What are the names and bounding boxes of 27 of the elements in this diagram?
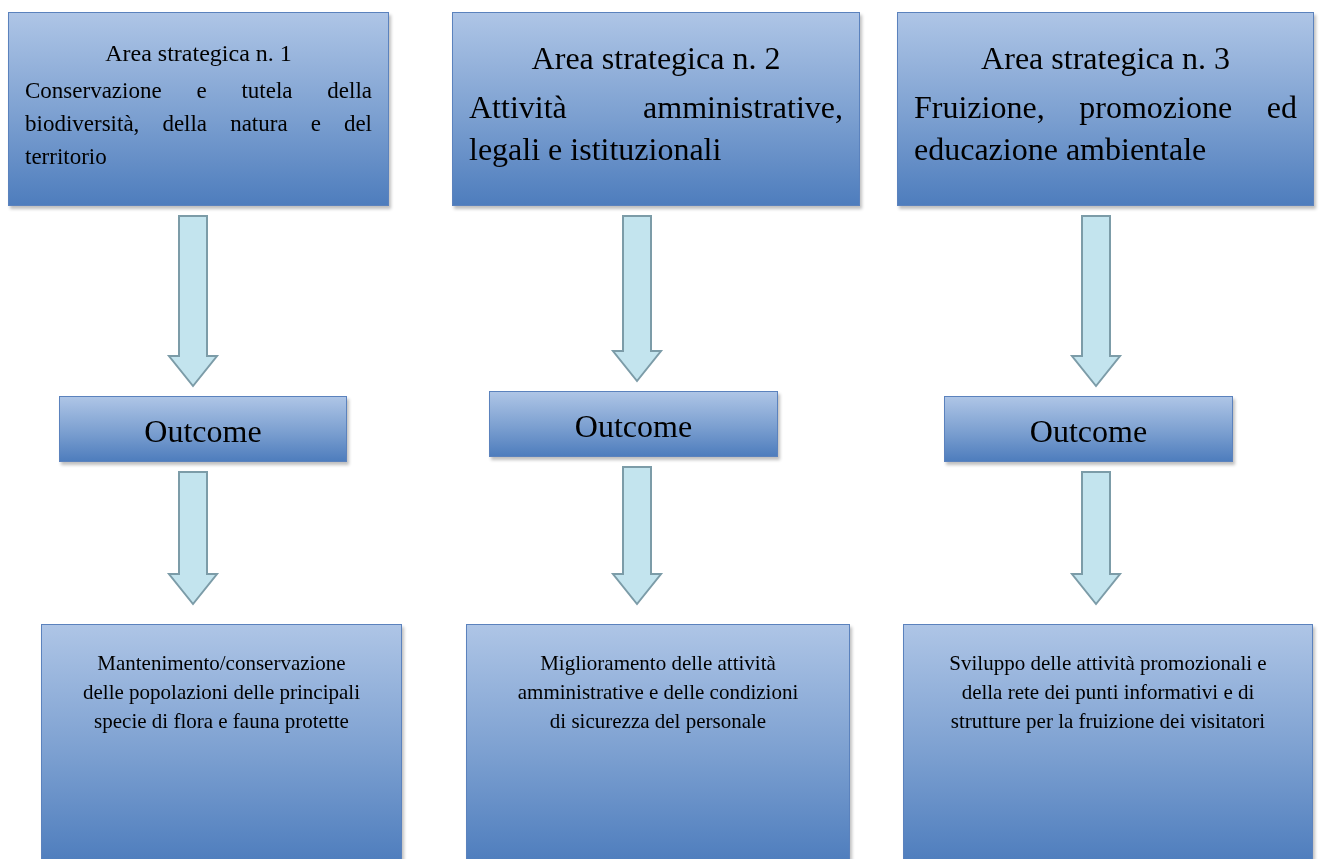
block-arrow bbox=[610, 215, 664, 383]
area-description: Conservazione e tutela della biodiversità, della natura e del territorio bbox=[25, 76, 372, 172]
area-heading: Area strategica n. 1 bbox=[105, 39, 292, 68]
process-box bbox=[944, 396, 1233, 462]
outcome-description: Sviluppo delle attività promozionali e della rete dei punti informativi e di strutture per la fruizione dei visitatori bbox=[948, 650, 1268, 735]
process-box bbox=[8, 12, 389, 206]
process-box bbox=[489, 391, 778, 457]
area-description: Attività amministrative, legali e istituzionali bbox=[469, 88, 843, 169]
box-label: Outcome bbox=[144, 411, 262, 451]
process-box bbox=[897, 12, 1314, 206]
block-arrow bbox=[1069, 471, 1123, 606]
process-box bbox=[59, 396, 347, 462]
block-arrow bbox=[1069, 215, 1123, 388]
process-box bbox=[466, 624, 850, 859]
area-heading: Area strategica n. 3 bbox=[981, 39, 1230, 78]
area-heading: Area strategica n. 2 bbox=[531, 39, 781, 78]
outcome-description: Mantenimento/conservazione delle popolazioni delle principali specie di flora e fauna protette bbox=[82, 650, 361, 735]
process-box bbox=[41, 624, 402, 859]
outcome-description: Miglioramento delle attività amministrative e delle condizioni di sicurezza del personale bbox=[516, 650, 800, 735]
process-box bbox=[903, 624, 1313, 859]
block-arrow bbox=[610, 466, 664, 606]
process-box bbox=[452, 12, 860, 206]
block-arrow bbox=[166, 215, 220, 388]
box-label: Outcome bbox=[574, 406, 693, 446]
block-arrow bbox=[166, 471, 220, 606]
box-label: Outcome bbox=[1029, 411, 1148, 451]
area-description: Fruizione, promozione ed educazione ambientale bbox=[914, 88, 1297, 169]
